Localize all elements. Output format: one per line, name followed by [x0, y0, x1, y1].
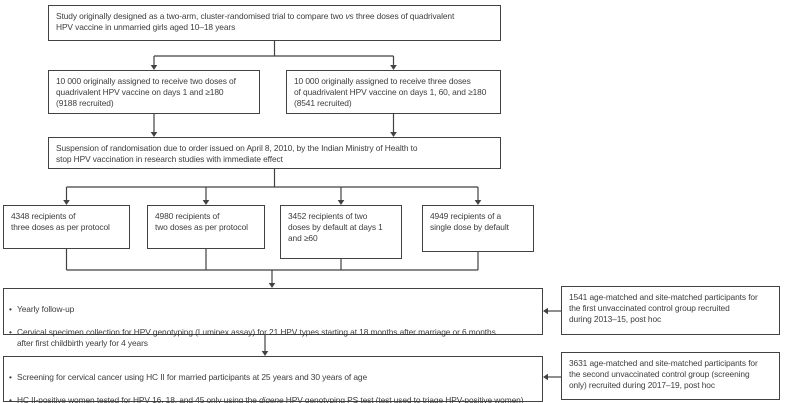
box-three-dose-arm: 10 000 originally assigned to receive th… [286, 70, 501, 114]
box-second-control-group: 3631 age-matched and site-matched partic… [561, 352, 780, 400]
connector-control1-to-followup [543, 307, 561, 315]
connector-groups-to-followup [65, 249, 479, 288]
box-suspension: Suspension of randomisation due to order… [48, 137, 501, 169]
bullet-icon: • [9, 326, 12, 337]
bullet-icon: • [9, 372, 12, 383]
box-two-dose-arm: 10 000 originally assigned to receive tw… [48, 70, 260, 114]
followup-bullet-1: •Yearly follow-up [9, 304, 75, 315]
box-followup: •Yearly follow-up •Cervical specimen col… [3, 288, 543, 348]
followup-bullet-2: •Cervical specimen collection for HPV ge… [9, 326, 496, 348]
box-two-dose-default: 3452 recipients of two doses by default … [280, 205, 402, 259]
box-single-dose-default: 4949 recipients of a single dose by defa… [422, 205, 534, 252]
connector-suspension-to-groups [63, 169, 482, 205]
screening-bullet-2: •HC II-positive women tested for HPV 16,… [9, 395, 537, 403]
bullet-icon: • [9, 304, 12, 315]
study-design-text: Study originally designed as a two-arm, … [56, 11, 455, 33]
arrow-left-icon [543, 373, 548, 381]
connector-control2-to-screening [543, 373, 561, 381]
box-three-dose-protocol: 4348 recipients of three doses as per pr… [3, 205, 130, 249]
box-screening: •Screening for cervical cancer using HC … [3, 356, 543, 403]
connector-design-to-arms [150, 41, 397, 70]
connector-arms-to-suspension [150, 114, 397, 137]
box-study-design: Study originally designed as a two-arm, … [48, 5, 501, 41]
arrow-left-icon [543, 307, 548, 315]
box-first-control-group: 1541 age-matched and site-matched partic… [561, 286, 780, 335]
bullet-icon: • [9, 394, 12, 403]
box-two-dose-protocol: 4980 recipients of two doses as per prot… [147, 205, 265, 249]
screening-bullet-1: •Screening for cervical cancer using HC … [9, 372, 368, 383]
